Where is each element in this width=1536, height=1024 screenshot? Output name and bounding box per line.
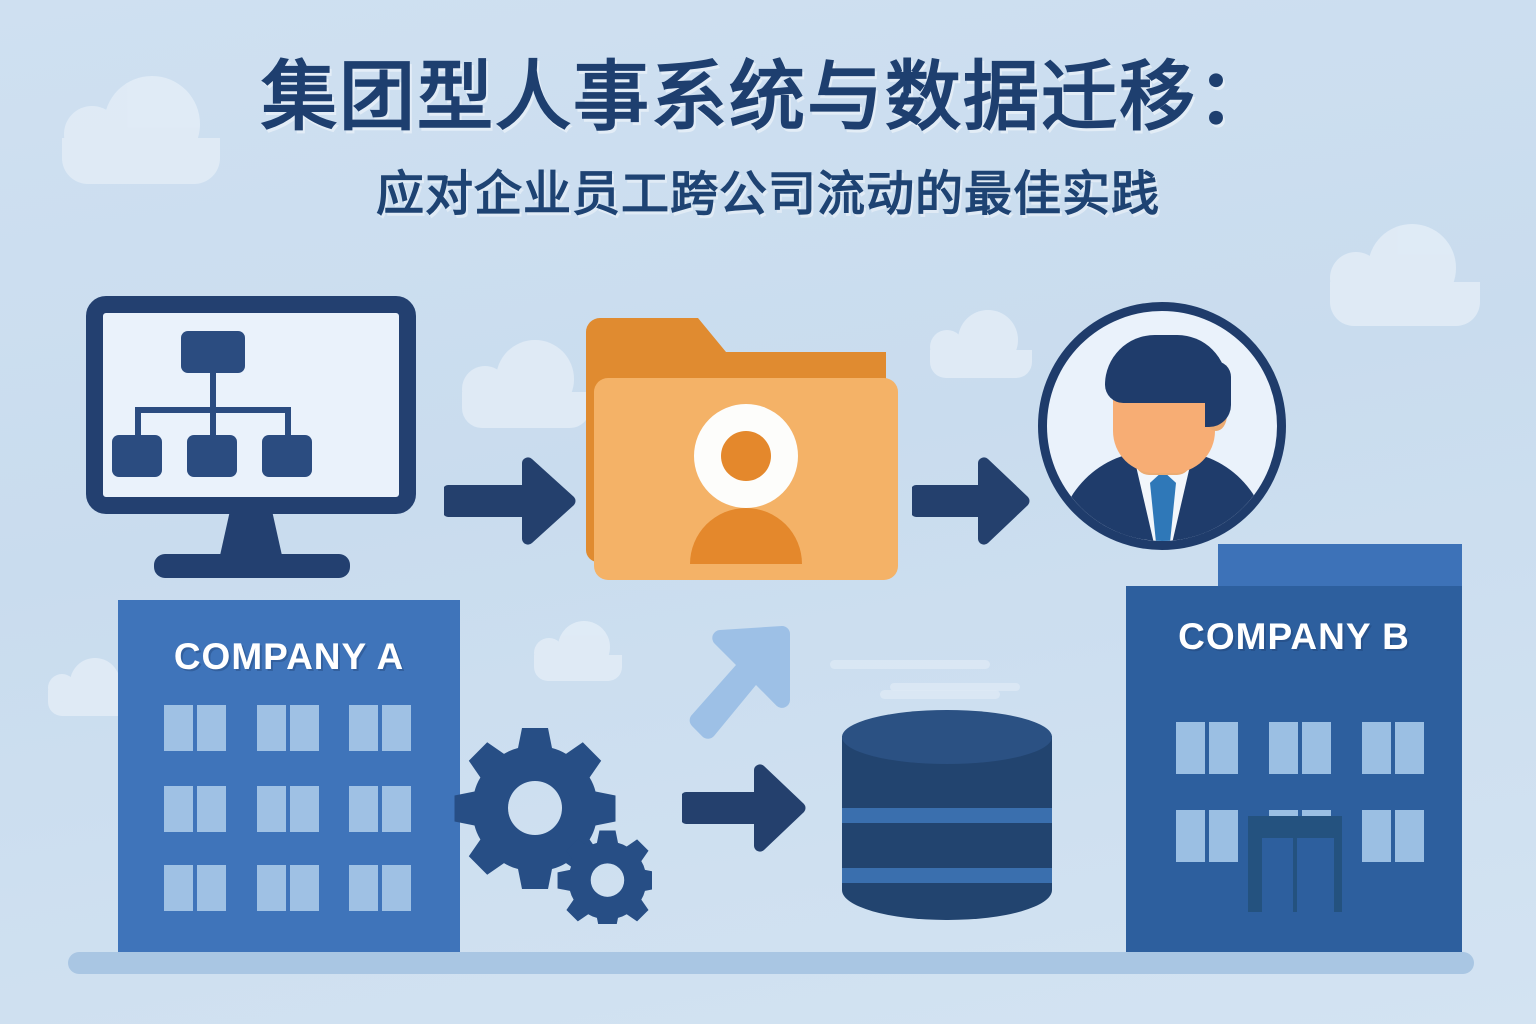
window (164, 865, 193, 911)
decorative-streak (830, 660, 990, 669)
window (257, 865, 286, 911)
person-head-icon (694, 404, 798, 508)
decorative-streak (880, 690, 1000, 699)
page-subtitle: 应对企业员工跨公司流动的最佳实践 (375, 168, 1160, 222)
window (1395, 810, 1424, 862)
window (382, 865, 411, 911)
cloud-icon (930, 310, 1032, 378)
window (349, 865, 378, 911)
org-connector (135, 407, 141, 439)
org-node-child (112, 435, 162, 477)
gear-small-icon (557, 830, 658, 931)
window (382, 786, 411, 832)
company-a-building: COMPANY A (118, 600, 460, 952)
building-door (1248, 816, 1342, 912)
folder-front (594, 378, 898, 580)
org-connector (285, 407, 291, 439)
window (1395, 722, 1424, 774)
avatar-hair (1105, 335, 1231, 427)
monitor-stand-neck (219, 514, 283, 560)
window (290, 786, 319, 832)
cloud-icon (534, 621, 622, 681)
employee-avatar-icon (1038, 302, 1286, 550)
org-node-child (187, 435, 237, 477)
window (257, 705, 286, 751)
gears-settings-icon (452, 724, 658, 931)
company-b-label: COMPANY B (1178, 616, 1410, 657)
database-cylinder-icon (842, 710, 1052, 942)
window (1362, 810, 1391, 862)
window (197, 865, 226, 911)
cloud-icon (462, 340, 590, 428)
window (1176, 810, 1205, 862)
page-title: 集团型人事系统与数据迁移： (261, 55, 1275, 140)
company-b-building: COMPANY B (1126, 544, 1462, 952)
window (382, 705, 411, 751)
window (197, 705, 226, 751)
title-block: 集团型人事系统与数据迁移： 应对企业员工跨公司流动的最佳实践 (0, 55, 1536, 224)
org-node-root (181, 331, 245, 373)
window (290, 865, 319, 911)
cloud-icon (62, 76, 220, 184)
avatar-ring (1038, 302, 1286, 550)
cloud-icon (1330, 224, 1480, 326)
monitor-org-chart-icon (86, 296, 426, 584)
arrow-right-icon (443, 455, 580, 552)
decorative-streak (890, 683, 1020, 691)
arrow-right-icon (681, 762, 808, 859)
monitor-screen (86, 296, 416, 514)
window (1302, 722, 1331, 774)
window (349, 705, 378, 751)
org-connector (210, 407, 216, 439)
window (164, 786, 193, 832)
database-band (842, 868, 1052, 883)
window (1176, 722, 1205, 774)
window (1209, 810, 1238, 862)
window (1362, 722, 1391, 774)
database-band (842, 808, 1052, 823)
window (1269, 722, 1298, 774)
org-node-child (262, 435, 312, 477)
ground-line (68, 952, 1474, 974)
monitor-stand-base (154, 554, 350, 578)
org-connector (210, 373, 216, 411)
window (164, 705, 193, 751)
employee-folder-icon (586, 318, 898, 580)
window (349, 786, 378, 832)
database-body (842, 736, 1052, 920)
company-a-label: COMPANY A (173, 636, 405, 677)
window (197, 786, 226, 832)
building-roof (1218, 544, 1462, 586)
person-body-icon (690, 508, 802, 564)
arrow-right-icon (911, 455, 1032, 552)
database-top (842, 710, 1052, 764)
arrow-up-right-icon (686, 618, 794, 746)
window (290, 705, 319, 751)
window (257, 786, 286, 832)
window (1209, 722, 1238, 774)
